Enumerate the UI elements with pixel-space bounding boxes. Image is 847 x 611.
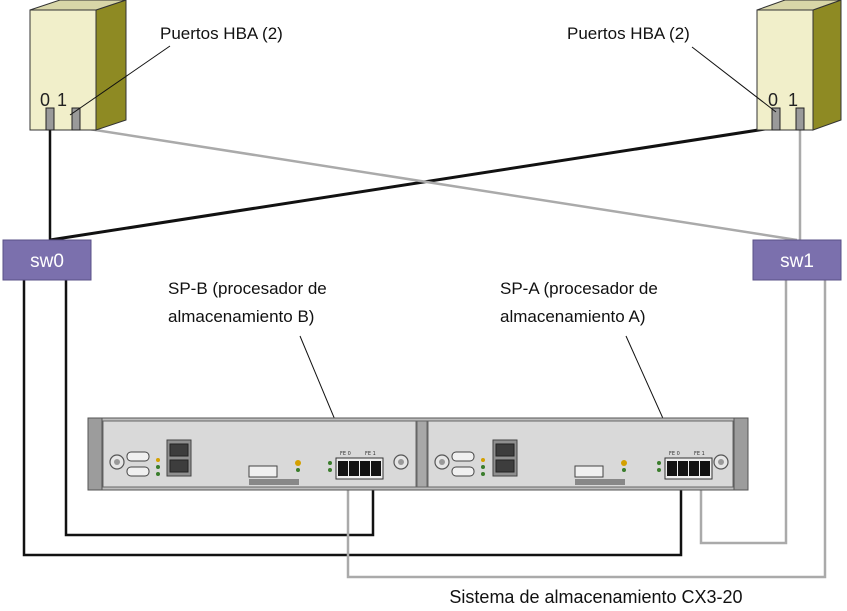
spa-lan-port-2[interactable] (495, 459, 515, 473)
spa-lan-port-1[interactable] (495, 443, 515, 457)
switch-sw1[interactable]: sw1 (752, 239, 842, 281)
server-right-hba-port1[interactable] (795, 107, 805, 131)
cable-sw1-spb (346, 280, 827, 579)
spb-fe0-port-b[interactable] (349, 461, 359, 476)
spa-fe0-port-a[interactable] (667, 461, 677, 476)
spa-serial-port-1[interactable] (451, 451, 475, 462)
spa-fe1-port-a[interactable] (689, 461, 699, 476)
cable-right-hba0-sw0 (49, 125, 779, 242)
callout-left-hba-ports: Puertos HBA (2) (160, 24, 283, 43)
spa-fe1-port-b[interactable] (700, 461, 710, 476)
spa-fe0-port-b[interactable] (678, 461, 688, 476)
storage-left-ear (87, 417, 103, 491)
spb-serial-port-1[interactable] (126, 451, 150, 462)
server-left-port1-label: 1 (57, 90, 67, 110)
spb-fe1-port-b[interactable] (371, 461, 381, 476)
switch-sw0-label: sw0 (30, 251, 64, 272)
switch-sw1-label: sw1 (780, 251, 814, 272)
switch-sw1-box (752, 239, 842, 281)
server-left: 0 1 (29, 0, 127, 131)
server-right-side (812, 0, 842, 131)
storage-center-divider (416, 420, 428, 488)
server-right: 0 1 (756, 0, 842, 131)
callout-right-leader (691, 46, 777, 113)
server-left-hba-port0[interactable] (45, 107, 55, 131)
storage-right-ear (733, 417, 749, 491)
spb-panel: FE 0 FE 1 (102, 420, 417, 488)
spb-fe0-port-a[interactable] (338, 461, 348, 476)
spb-backend-port[interactable] (248, 465, 278, 478)
spb-label-line2: almacenamiento B) (168, 307, 314, 326)
spb-label-line1: SP-B (procesador de (168, 279, 327, 298)
server-right-port1-label: 1 (788, 90, 798, 110)
spa-label-line2: almacenamiento A) (500, 307, 646, 326)
storage-system-label: Sistema de almacenamiento CX3-20 (449, 587, 742, 607)
cable-sw1-spa (699, 280, 788, 545)
spb-lan-port-2[interactable] (169, 459, 189, 473)
server-right-port0-label: 0 (768, 90, 778, 110)
callout-right-hba-ports: Puertos HBA (2) (567, 24, 690, 43)
spa-backend-port[interactable] (574, 465, 604, 478)
cable-left-hba1-sw1 (75, 125, 798, 242)
spb-lan-port-1[interactable] (169, 443, 189, 457)
callout-left-leader (69, 45, 171, 116)
spb-fe1-text: FE 1 (365, 451, 376, 457)
switch-sw0-box (2, 239, 92, 281)
switch-sw0[interactable]: sw0 (2, 239, 92, 281)
storage-system: FE 0 FE 1 (87, 417, 749, 491)
spa-fe0-text: FE 0 (669, 451, 680, 457)
cable-sw0-spa (22, 280, 683, 557)
cables (22, 125, 827, 579)
server-left-front (29, 9, 97, 131)
server-left-side (95, 0, 127, 131)
spb-fe1-port-a[interactable] (360, 461, 370, 476)
server-left-hba-port1[interactable] (71, 107, 81, 131)
spa-fe1-text: FE 1 (694, 451, 705, 457)
spa-label-line1: SP-A (procesador de (500, 279, 658, 298)
server-right-front (756, 9, 814, 131)
server-right-hba-port0[interactable] (771, 107, 781, 131)
spa-panel: FE 0 FE 1 (427, 420, 734, 488)
spa-serial-port-2[interactable] (451, 466, 475, 477)
spb-serial-port-2[interactable] (126, 466, 150, 477)
server-left-port0-label: 0 (40, 90, 50, 110)
spb-fe0-text: FE 0 (340, 451, 351, 457)
cable-sw0-spb (64, 280, 375, 537)
